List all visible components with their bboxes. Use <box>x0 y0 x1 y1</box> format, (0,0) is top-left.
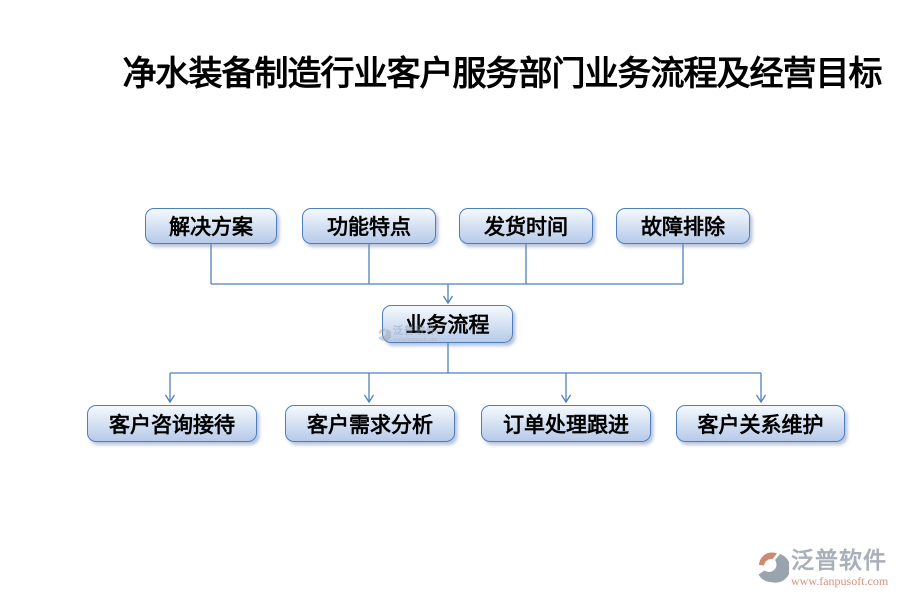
node-label: 客户关系维护 <box>697 412 824 437</box>
arrowhead-bottom4-icon <box>755 394 767 404</box>
arrowhead-bottom1-icon <box>164 394 176 404</box>
node-customer-relationship-maintenance: 客户关系维护 <box>676 405 845 442</box>
node-customer-needs-analysis: 客户需求分析 <box>285 405 455 442</box>
node-business-process: 业务流程 <box>382 305 513 343</box>
node-delivery-time: 发货时间 <box>459 208 593 244</box>
arrowhead-bottom3-icon <box>560 394 572 404</box>
arrowhead-center-icon <box>442 295 454 305</box>
node-label: 业务流程 <box>405 313 490 337</box>
center-watermark: 泛普软件 www.fanpusoft.com <box>376 327 438 344</box>
node-troubleshooting: 故障排除 <box>616 208 750 244</box>
node-label: 订单处理跟进 <box>503 412 629 437</box>
node-order-processing-followup: 订单处理跟进 <box>481 405 651 442</box>
node-label: 客户需求分析 <box>307 412 433 437</box>
node-label: 客户咨询接待 <box>109 412 235 437</box>
watermark-brand-url: www.fanpusoft.com <box>393 337 438 343</box>
node-label: 故障排除 <box>641 215 725 239</box>
brand-url: www.fanpusoft.com <box>791 574 889 588</box>
node-label: 发货时间 <box>484 215 568 239</box>
node-customer-inquiry-reception: 客户咨询接待 <box>87 405 257 442</box>
brand-name: 泛普软件 <box>791 547 887 573</box>
watermark-brand-name: 泛普软件 <box>393 326 437 337</box>
node-features: 功能特点 <box>302 208 436 244</box>
fanpu-logo-icon <box>378 328 391 342</box>
page-title: 净水装备制造行业客户服务部门业务流程及经营目标 <box>122 56 883 93</box>
node-label: 功能特点 <box>327 215 411 239</box>
node-solutions: 解决方案 <box>145 208 277 244</box>
node-label: 解决方案 <box>169 215 253 239</box>
arrowhead-bottom2-icon <box>363 394 375 404</box>
fanpu-logo-icon <box>758 552 789 583</box>
fanpu-logo: 泛普软件 www.fanpusoft.com <box>753 549 895 589</box>
